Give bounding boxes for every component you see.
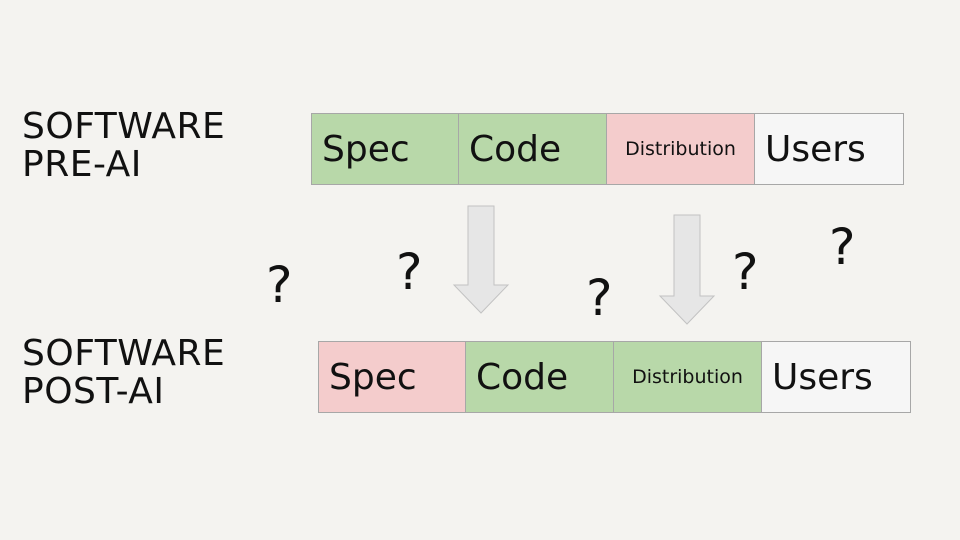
question-mark-2: ? bbox=[396, 243, 423, 301]
code-down-arrow bbox=[452, 205, 510, 314]
question-mark-4: ? bbox=[732, 243, 759, 301]
question-mark-3: ? bbox=[586, 269, 613, 327]
post-ai-label-line2: POST-AI bbox=[22, 371, 165, 412]
post-ai-row-label: SOFTWARE POST-AI bbox=[22, 335, 272, 411]
post-ai-pipeline: Spec Code Distribution Users bbox=[318, 341, 911, 413]
pre-ai-distribution-cell: Distribution bbox=[607, 113, 755, 185]
pre-ai-pipeline: Spec Code Distribution Users bbox=[311, 113, 904, 185]
pre-ai-row-label: SOFTWARE PRE-AI bbox=[22, 108, 272, 184]
pre-ai-label-line2: PRE-AI bbox=[22, 144, 142, 185]
pre-ai-users-cell: Users bbox=[755, 113, 904, 185]
question-mark-5: ? bbox=[829, 218, 856, 276]
question-mark-1: ? bbox=[266, 256, 293, 314]
pre-ai-spec-cell: Spec bbox=[311, 113, 459, 185]
post-ai-distribution-cell: Distribution bbox=[614, 341, 762, 413]
post-ai-label-line1: SOFTWARE bbox=[22, 333, 226, 374]
pre-ai-label-line1: SOFTWARE bbox=[22, 106, 226, 147]
post-ai-users-cell: Users bbox=[762, 341, 911, 413]
distribution-down-arrow bbox=[658, 214, 716, 325]
pre-ai-code-cell: Code bbox=[459, 113, 607, 185]
post-ai-spec-cell: Spec bbox=[318, 341, 466, 413]
post-ai-code-cell: Code bbox=[466, 341, 614, 413]
